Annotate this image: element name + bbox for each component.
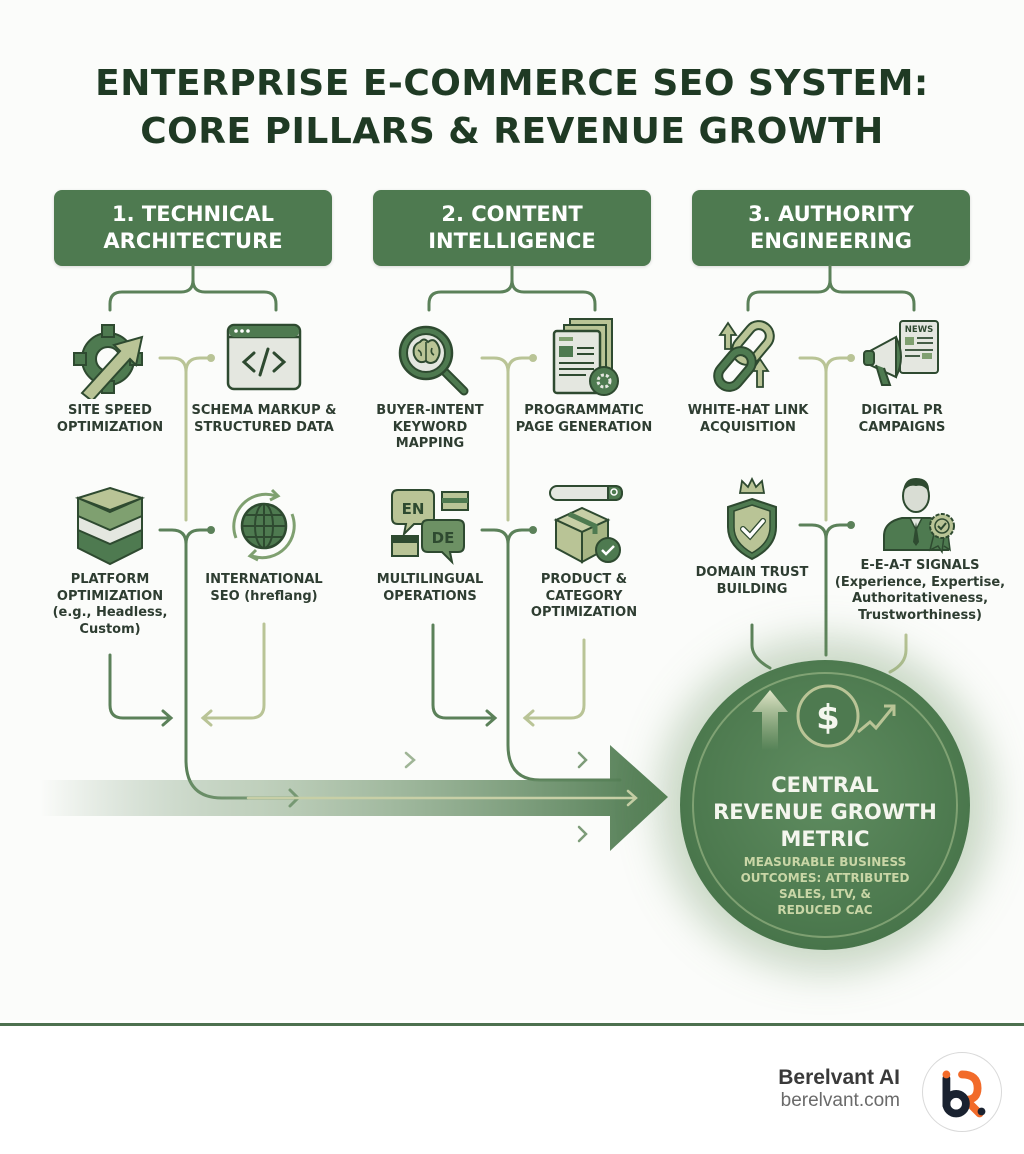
pillar-3-line-1: 3. AUTHORITY xyxy=(748,202,914,226)
hub-sub-line: REDUCED CAC xyxy=(777,903,873,917)
gear-arrow-icon xyxy=(73,324,144,399)
hub-sub-line: SALES, LTV, & xyxy=(779,887,871,901)
hub-title-line: METRIC xyxy=(780,827,870,851)
label-line: MAPPING xyxy=(395,436,465,451)
layers-icon xyxy=(74,486,146,566)
label-line: SCHEMA MARKUP & xyxy=(191,403,337,418)
label-line: INTERNATIONAL xyxy=(205,572,323,587)
code-window-icon xyxy=(226,323,302,391)
hub-title: CENTRAL REVENUE GROWTH METRIC xyxy=(680,772,970,853)
documents-gear-icon xyxy=(552,318,619,396)
label-line: OPERATIONS xyxy=(383,588,477,604)
flow-arrow xyxy=(40,745,668,851)
expert-badge-icon xyxy=(883,478,955,554)
pillar-header-authority-engineering: 3. AUTHORITY ENGINEERING xyxy=(692,190,970,266)
label-line: Trustworthiness) xyxy=(858,607,982,623)
brand-name: Berelvant AI xyxy=(778,1066,900,1089)
label-line: PROGRAMMATIC xyxy=(524,403,644,418)
language-bubbles-icon: EN DE xyxy=(391,489,469,566)
pillar-header-technical-architecture: 1. TECHNICAL ARCHITECTURE xyxy=(54,190,332,266)
pillar-header-content-intelligence: 2. CONTENT INTELLIGENCE xyxy=(373,190,651,266)
pillar-2-line-1: 2. CONTENT xyxy=(441,202,583,226)
label-line: BUYER-INTENT xyxy=(376,403,484,418)
brand-url[interactable]: berelvant.com xyxy=(780,1090,900,1111)
brand-block: Berelvant AI berelvant.com xyxy=(778,1066,900,1112)
label-line: PAGE GENERATION xyxy=(515,419,653,435)
shield-crown-icon xyxy=(727,477,777,561)
item-eeat-signals: E-E-A-T SIGNALS (Experience, Expertise, … xyxy=(830,470,1010,624)
brand-logo xyxy=(922,1052,1002,1132)
label-line: DOMAIN TRUST xyxy=(695,565,809,580)
label-line: (e.g., Headless, xyxy=(52,605,168,620)
infographic-canvas: ENTERPRISE E-COMMERCE SEO SYSTEM: CORE P… xyxy=(0,60,1024,950)
label-line: OPTIMIZATION xyxy=(530,605,638,620)
item-international-seo: INTERNATIONAL SEO (hreflang) xyxy=(184,484,344,605)
label-line: CATEGORY xyxy=(545,588,623,604)
item-site-speed-optimization: SITE SPEED OPTIMIZATION xyxy=(30,315,190,436)
title-line-2: CORE PILLARS & REVENUE GROWTH xyxy=(140,111,884,152)
label-line: WHITE-HAT LINK xyxy=(687,403,809,418)
label-line: OPTIMIZATION xyxy=(56,588,164,604)
label-line: ACQUISITION xyxy=(700,419,796,435)
item-programmatic-page-generation: PROGRAMMATIC PAGE GENERATION xyxy=(504,315,664,436)
berelvant-logo-icon xyxy=(942,1070,986,1118)
svg-text:EN: EN xyxy=(402,500,425,518)
label-line: OPTIMIZATION xyxy=(56,419,164,435)
footer-divider xyxy=(0,1023,1024,1026)
label-line: STRUCTURED DATA xyxy=(194,419,334,435)
item-buyer-intent-keyword-mapping: BUYER-INTENT KEYWORD MAPPING xyxy=(350,315,510,453)
pillar-2-line-2: INTELLIGENCE xyxy=(428,229,596,253)
svg-text:DE: DE xyxy=(432,529,455,547)
chain-link-icon xyxy=(713,320,775,392)
pillar-1-line-2: ARCHITECTURE xyxy=(103,229,283,253)
brain-magnifier-icon xyxy=(398,325,469,396)
item-platform-optimization: PLATFORM OPTIMIZATION (e.g., Headless, C… xyxy=(30,484,190,638)
svg-text:NEWS: NEWS xyxy=(905,325,933,335)
trend-up-icon xyxy=(857,704,896,734)
hub-ring xyxy=(692,672,958,938)
dollar-coin-icon xyxy=(796,684,860,748)
hub-subtitle: MEASURABLE BUSINESS OUTCOMES: ATTRIBUTED… xyxy=(710,854,940,918)
label-line: E-E-A-T SIGNALS xyxy=(860,558,980,573)
label-line: DIGITAL PR xyxy=(861,403,943,418)
label-line: MULTILINGUAL xyxy=(376,572,484,587)
page-title: ENTERPRISE E-COMMERCE SEO SYSTEM: CORE P… xyxy=(0,60,1024,156)
label-line: (Experience, Expertise, xyxy=(834,574,1006,590)
item-white-hat-link-acquisition: WHITE-HAT LINK ACQUISITION xyxy=(668,315,828,436)
svg-text:$: $ xyxy=(816,698,840,738)
hub-sub-line: OUTCOMES: ATTRIBUTED xyxy=(740,871,910,885)
label-line: SITE SPEED xyxy=(68,403,152,418)
hub-sub-line: MEASURABLE BUSINESS xyxy=(743,855,907,869)
label-line: CAMPAIGNS xyxy=(858,419,946,435)
label-line: PLATFORM xyxy=(70,572,150,587)
globe-icon xyxy=(232,488,296,562)
pillar-1-line-1: 1. TECHNICAL xyxy=(112,202,274,226)
hub-title-line: CENTRAL xyxy=(771,773,879,797)
item-digital-pr-campaigns: NEWS DIGITAL PR CAMPAIGNS xyxy=(822,315,982,436)
up-arrow-icon xyxy=(752,690,788,750)
label-line: PRODUCT & xyxy=(540,572,628,587)
hub-title-line: REVENUE GROWTH xyxy=(713,800,937,824)
label-line: SEO (hreflang) xyxy=(210,588,318,604)
item-multilingual-operations: EN DE MULTILINGUAL OPERATIONS xyxy=(350,484,510,605)
item-product-category-optimization: PRODUCT & CATEGORY OPTIMIZATION xyxy=(504,484,664,622)
item-schema-markup: SCHEMA MARKUP & STRUCTURED DATA xyxy=(184,315,344,436)
product-box-icon xyxy=(549,485,624,564)
title-line-1: ENTERPRISE E-COMMERCE SEO SYSTEM: xyxy=(95,63,929,104)
label-line: KEYWORD xyxy=(392,419,468,435)
megaphone-news-icon: NEWS xyxy=(863,320,939,386)
label-line: Authoritativeness, xyxy=(851,591,989,606)
pillar-3-line-2: ENGINEERING xyxy=(749,229,913,253)
revenue-icons: $ xyxy=(752,684,896,750)
label-line: Custom) xyxy=(79,621,141,637)
label-line: BUILDING xyxy=(716,581,788,597)
central-revenue-growth-hub: $ CENTRAL REVENUE GROWTH METRIC MEASURAB… xyxy=(680,660,970,950)
item-domain-trust-building: DOMAIN TRUST BUILDING xyxy=(672,477,832,598)
